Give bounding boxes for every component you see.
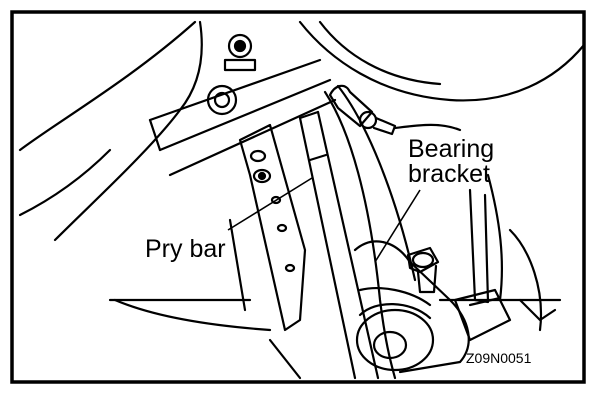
plate-holes [249, 149, 296, 273]
diagonal-rail-lower [158, 78, 332, 152]
pry-bar-label: Pry bar [145, 235, 226, 263]
belt-curve-b [336, 84, 417, 282]
pry-bar-edge-left [298, 116, 357, 380]
sensor-connector [328, 84, 462, 136]
top-housing-curve [298, 20, 586, 102]
bolt-top [223, 33, 257, 72]
figure-code: Z09N0051 [466, 350, 532, 366]
right-connector [453, 288, 512, 342]
housing-inner-curve [53, 20, 203, 242]
mount-plate [238, 123, 307, 332]
bearing-label-line1: Bearing [408, 135, 494, 163]
diagonal-rail-upper [148, 58, 322, 122]
bearing-pulley [355, 303, 435, 372]
engine-drawing [18, 20, 586, 380]
leader-line-pry-bar [227, 177, 313, 231]
bearing-label-line2: bracket [408, 160, 490, 188]
bolt-middle [206, 84, 238, 116]
figure-frame [10, 10, 586, 384]
bracket-bolt [406, 246, 440, 294]
pry-bar-edge-right [316, 110, 380, 380]
housing-outer-curve [18, 20, 197, 152]
leader-line-bearing-bracket [374, 189, 421, 263]
